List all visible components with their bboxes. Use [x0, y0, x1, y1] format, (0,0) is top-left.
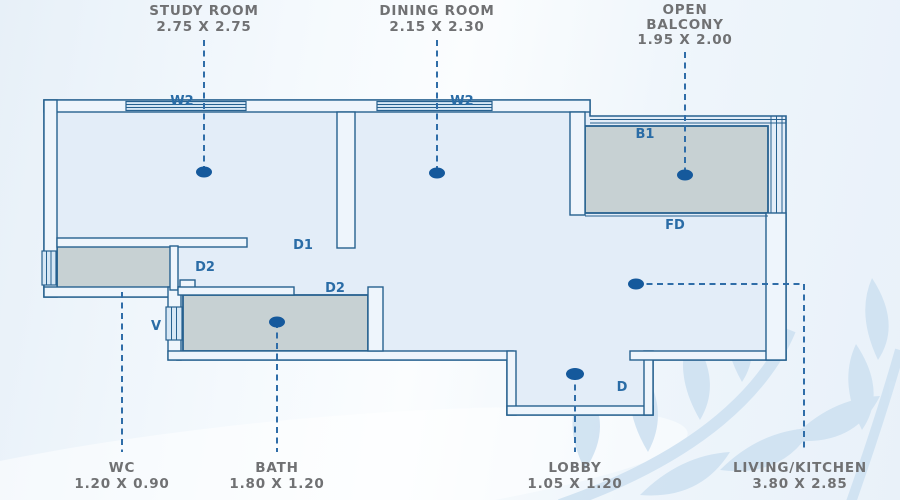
study-room-dims: 2.75 X 2.75	[156, 19, 251, 35]
dining-window-icon	[376, 100, 493, 112]
wc-dims: 1.20 X 0.90	[74, 476, 169, 492]
ventilator-icon	[165, 306, 183, 341]
study-window-label: W2	[170, 94, 193, 109]
wc-right-wall	[169, 245, 179, 291]
swoosh-band	[0, 407, 688, 500]
bath-right-wall	[367, 286, 384, 352]
marker-labels: W2 W2 B1 FD D1 D2 D2 V D	[151, 94, 685, 395]
bath-name: BATH	[255, 460, 298, 476]
balcony-name-line2: BALCONY	[646, 17, 723, 33]
background-watermark	[0, 278, 900, 500]
study-south-partition	[56, 237, 248, 248]
bath-door-label: D2	[325, 281, 345, 296]
windows	[41, 100, 493, 341]
lobby-door-label: D	[617, 380, 628, 395]
bottom-left-wall	[43, 286, 181, 298]
bottom-wall-west	[167, 350, 514, 361]
living-kitchen-dims: 3.80 X 2.85	[752, 476, 847, 492]
hall-door-label: D1	[293, 238, 313, 253]
balcony-railing	[585, 116, 786, 217]
dining-room-dims: 2.15 X 2.30	[389, 19, 484, 35]
study-dining-wall	[336, 111, 356, 249]
wc-window-icon	[41, 250, 57, 286]
wc-name: WC	[109, 460, 135, 476]
hall-bath-wall	[177, 286, 295, 296]
dining-window-label: W2	[450, 94, 473, 109]
wc-door-label: D2	[195, 260, 215, 275]
balcony-dot	[677, 169, 693, 181]
fixed-door-label: FD	[665, 218, 685, 233]
dining-living-wall	[569, 111, 586, 216]
study-dot	[196, 166, 212, 178]
balcony-floor	[584, 125, 769, 214]
study-window-icon	[125, 100, 247, 112]
living-leader-line	[636, 283, 805, 452]
lobby-name: LOBBY	[548, 460, 601, 476]
lobby-dot	[566, 368, 584, 380]
bath-dims: 1.80 X 1.20	[229, 476, 324, 492]
balcony-dims: 1.95 X 2.00	[637, 32, 732, 48]
dining-room-name: DINING ROOM	[379, 3, 494, 19]
balcony-name-line1: OPEN	[662, 2, 707, 18]
balcony-marker-label: B1	[636, 127, 655, 142]
bath-dot	[269, 316, 285, 328]
living-kitchen-name: LIVING/KITCHEN	[733, 460, 867, 476]
ventilator-label: V	[151, 319, 161, 334]
bottom-wall-east	[629, 350, 787, 361]
study-room-name: STUDY ROOM	[149, 3, 258, 19]
lobby-bottom-wall	[506, 405, 654, 416]
living-right-wall	[765, 212, 787, 361]
dining-dot	[429, 167, 445, 179]
leader-lines	[121, 40, 805, 452]
living-dot	[628, 278, 644, 290]
room-labels: STUDY ROOM 2.75 X 2.75 DINING ROOM 2.15 …	[74, 2, 867, 492]
lobby-dims: 1.05 X 1.20	[527, 476, 622, 492]
wc-floor	[56, 245, 173, 291]
